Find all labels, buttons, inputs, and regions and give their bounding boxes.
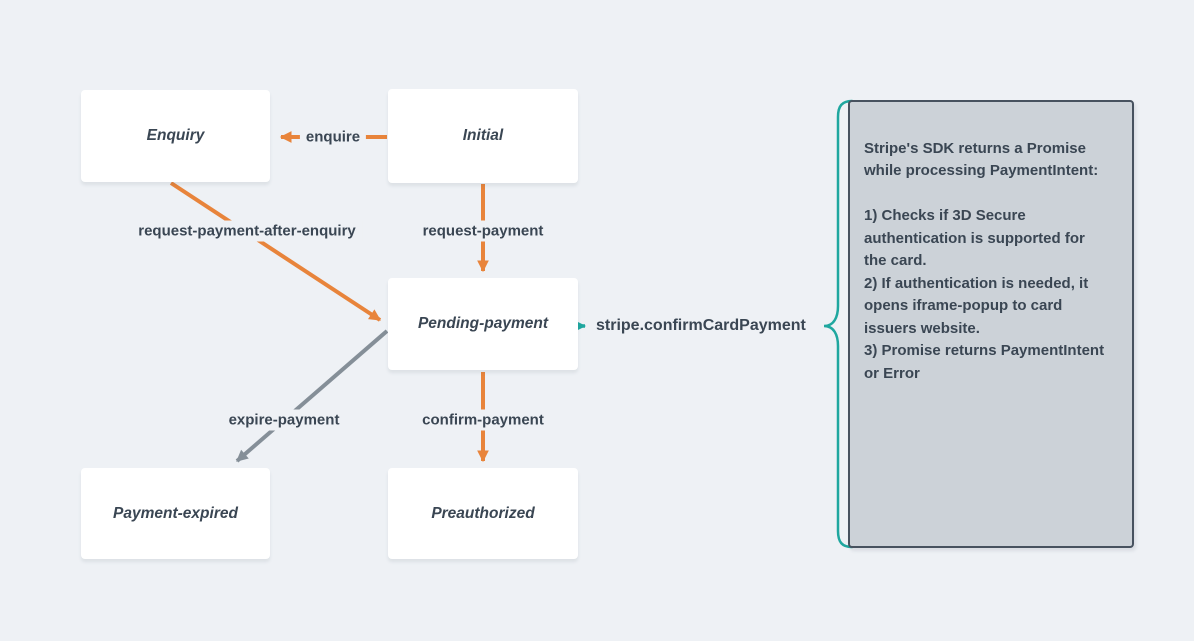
curly-brace [823,99,854,549]
arrow-request-payment-after-enquiry [169,181,382,322]
node-label: Pending-payment [417,315,549,332]
node-label: Initial [462,127,504,144]
state-node-enquiry: Enquiry [81,90,270,182]
state-node-pending-payment: Pending-payment [388,278,578,370]
state-node-payment-expired: Payment-expired [81,468,270,559]
node-label: Payment-expired [113,504,238,522]
edge-label-enquire: enquire [299,126,367,148]
arrow-expire-payment [235,329,389,463]
node-label: Enquiry [146,127,205,144]
note-text: Stripe's SDK returns a Promise while pro… [864,139,1105,382]
note-box: Stripe's SDK returns a Promise while pro… [848,100,1134,548]
edge-label-request-payment: request-payment [416,220,550,242]
edge-label-expire-payment: expire-payment [222,409,346,431]
state-node-initial: Initial [388,89,578,183]
edge-label-request-payment-after-enquiry: request-payment-after-enquiry [132,220,362,242]
state-node-preauthorized: Preauthorized [388,468,578,559]
node-label: Preauthorized [431,504,535,522]
api-call-label: stripe.confirmCardPayment [596,317,806,334]
edge-label-confirm-payment: confirm-payment [416,409,550,431]
